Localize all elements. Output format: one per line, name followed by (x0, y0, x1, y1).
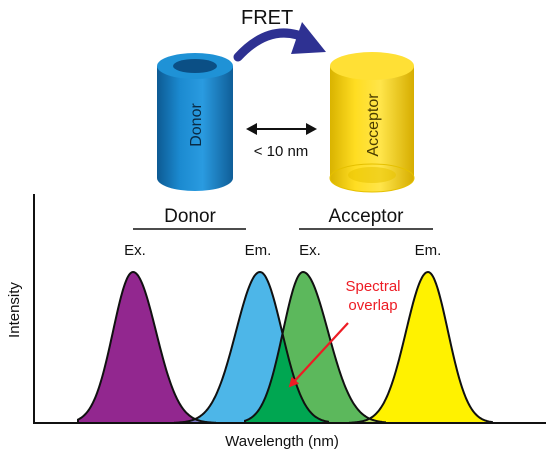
acceptor-emission-outline (349, 270, 493, 424)
donor-em-label: Em. (245, 242, 272, 259)
acceptor-em-label: Em. (415, 242, 442, 259)
donor-excitation-outline (77, 270, 216, 424)
spectra-curves (77, 270, 493, 424)
donor-label: Donor (188, 103, 205, 147)
acceptor-cylinder (329, 52, 415, 193)
overlap-label-line1: Spectral (345, 278, 400, 295)
distance-arrow (246, 123, 317, 135)
overlap-pointer-arrow (288, 322, 349, 388)
fret-arrowhead (291, 22, 326, 54)
acceptor-ex-label: Ex. (299, 242, 321, 259)
fret-label: FRET (241, 7, 293, 29)
y-axis-label: Intensity (6, 282, 23, 338)
acceptor-header: Acceptor (329, 206, 405, 227)
donor-ex-label: Ex. (124, 242, 146, 259)
acceptor-label: Acceptor (365, 93, 382, 157)
donor-emission-outline (174, 270, 329, 424)
distance-label: < 10 nm (254, 143, 309, 160)
donor-excitation-curve (78, 272, 215, 423)
donor-header: Donor (164, 206, 216, 227)
donor-cylinder (157, 53, 233, 191)
acceptor-emission-curve (350, 272, 492, 423)
x-axis-label: Wavelength (nm) (225, 433, 339, 450)
overlap-label-line2: overlap (348, 297, 397, 314)
acceptor-excitation-outline (244, 270, 386, 424)
